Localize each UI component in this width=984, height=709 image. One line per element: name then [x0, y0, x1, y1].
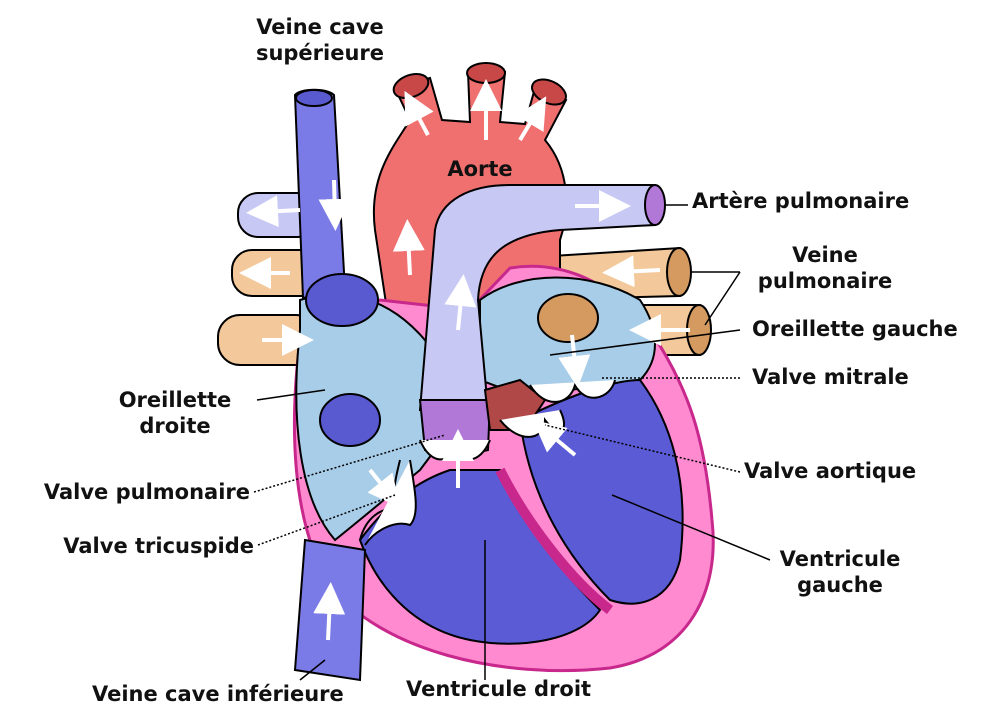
label-ventricule-droit: Ventricule droit	[406, 676, 591, 702]
label-valve-pulmonaire: Valve pulmonaire	[4, 479, 250, 505]
left-atrium	[480, 278, 655, 396]
label-valve-aortique: Valve aortique	[744, 458, 916, 484]
label-oreillette-gauche: Oreillette gauche	[752, 316, 958, 342]
label-oreillette-droite: Oreillette droite	[95, 387, 255, 439]
label-ventricule-gauche: Ventricule gauche	[745, 546, 935, 598]
label-valve-tricuspide: Valve tricuspide	[14, 533, 254, 559]
label-artere-pulmonaire: Artère pulmonaire	[692, 188, 909, 214]
label-valve-mitrale: Valve mitrale	[752, 364, 909, 390]
label-veine-pulmonaire: Veine pulmonaire	[745, 242, 905, 294]
label-veine-cave-inferieure: Veine cave inférieure	[92, 681, 344, 707]
label-aorte: Aorte	[425, 156, 535, 182]
label-veine-cave-superieure: Veine cave supérieure	[235, 14, 405, 66]
